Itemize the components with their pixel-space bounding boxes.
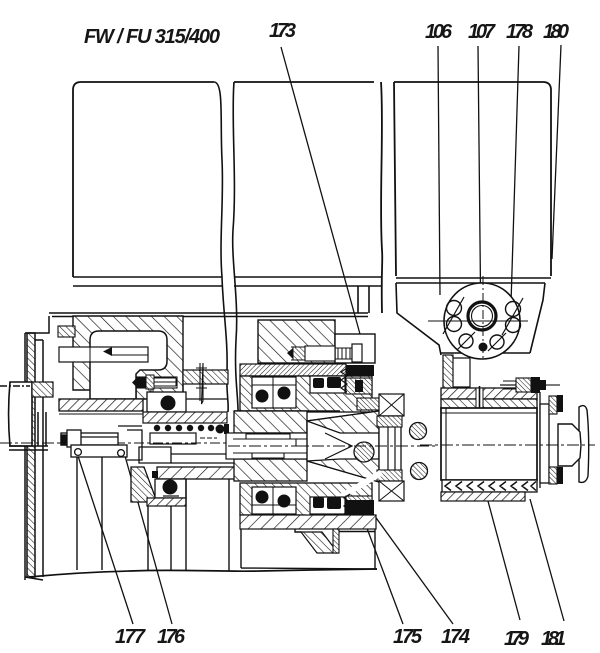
svg-text:176: 176 — [157, 626, 186, 648]
svg-text:174: 174 — [441, 626, 470, 648]
svg-text:181: 181 — [541, 628, 566, 650]
svg-text:175: 175 — [393, 626, 423, 648]
svg-text:180: 180 — [543, 21, 569, 43]
svg-text:106: 106 — [425, 21, 453, 43]
svg-text:177: 177 — [115, 626, 146, 648]
svg-text:173: 173 — [269, 20, 296, 42]
svg-text:178: 178 — [506, 21, 534, 43]
svg-text:107: 107 — [468, 21, 496, 43]
svg-text:179: 179 — [504, 628, 530, 650]
svg-text:FW / FU 315/400: FW / FU 315/400 — [84, 26, 220, 48]
